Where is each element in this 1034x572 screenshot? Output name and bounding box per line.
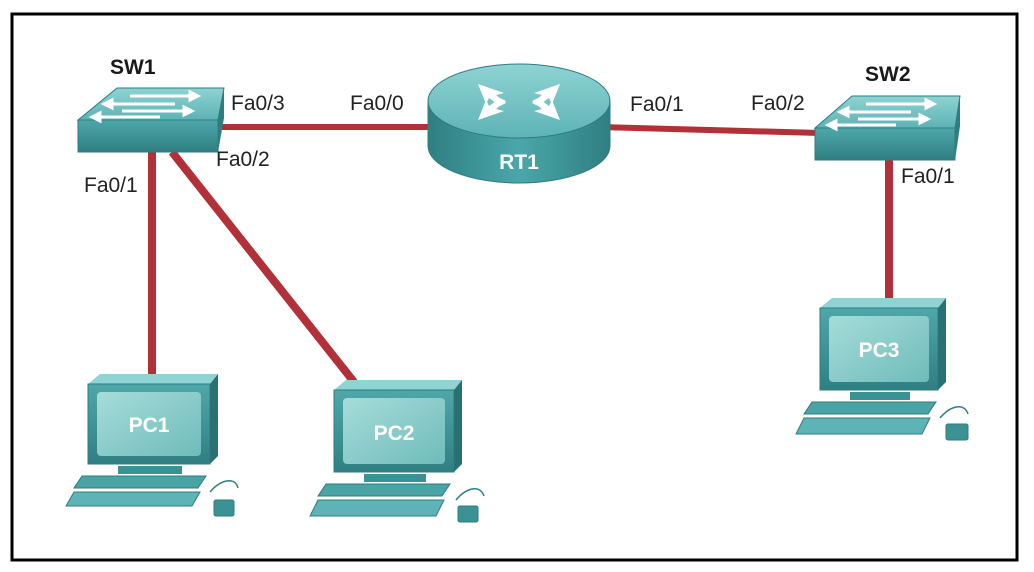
port-label-sw1-fa0-1: Fa0/1 <box>84 174 138 197</box>
computer-pc1[interactable] <box>65 374 239 517</box>
switch-arrows-icon <box>88 89 202 124</box>
switch-sw2[interactable] <box>813 95 961 161</box>
port-label-rt1-fa0-0: Fa0/0 <box>350 92 404 115</box>
port-label-sw1-fa0-2: Fa0/2 <box>216 148 270 171</box>
switch-arrows-icon <box>824 97 938 132</box>
computer-pc3[interactable] <box>795 298 969 441</box>
rt1-label: RT1 <box>499 151 539 174</box>
links <box>148 124 893 385</box>
pc1-label: PC1 <box>129 414 170 437</box>
router-arrows-icon <box>478 84 560 120</box>
router-rt1[interactable] <box>427 63 611 184</box>
link-rt1-sw2 <box>599 124 821 136</box>
sw1-label: SW1 <box>110 56 156 79</box>
pc2-label: PC2 <box>374 422 415 445</box>
port-label-rt1-fa0-1: Fa0/1 <box>630 93 684 116</box>
port-label-sw2-fa0-2: Fa0/2 <box>751 92 805 115</box>
link-sw1-pc2 <box>168 149 358 385</box>
switch-sw1[interactable] <box>76 87 225 153</box>
computer-pc2[interactable] <box>309 380 485 523</box>
port-label-sw2-fa0-1: Fa0/1 <box>901 165 955 188</box>
port-label-sw1-fa0-3: Fa0/3 <box>231 92 285 115</box>
sw2-label: SW2 <box>865 63 911 86</box>
pc3-label: PC3 <box>859 339 900 362</box>
